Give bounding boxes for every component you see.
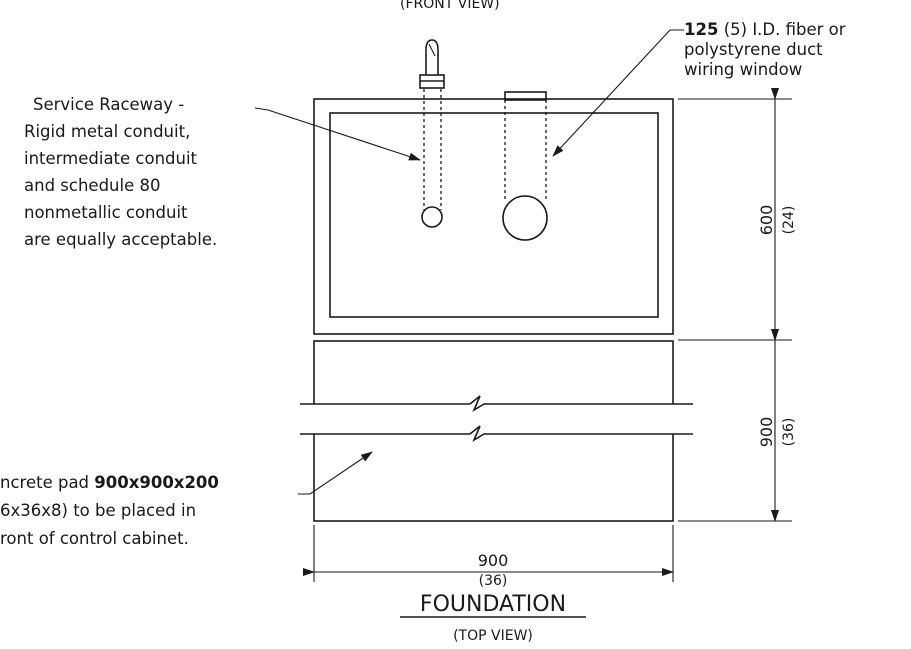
dim-600-inches: (24) <box>781 206 797 235</box>
front-view-label: (FRONT VIEW) <box>400 0 500 12</box>
raceway-line-3: intermediate conduit <box>24 149 198 168</box>
dim-600-value: 600 <box>757 205 776 236</box>
service-raceway-conduit <box>419 39 445 228</box>
raceway-line-4: and schedule 80 <box>24 176 160 195</box>
pad-line-1: ncrete pad 900x900x200 <box>0 473 219 492</box>
duct-size-rest: (5) I.D. fiber or <box>718 20 845 39</box>
duct-size: 125 <box>684 20 718 39</box>
duct-label-line2: polystyrene duct <box>684 40 823 59</box>
dim-900-horizontal-inches: (36) <box>479 573 508 589</box>
wiring-window-duct <box>502 91 548 241</box>
dim-900-vertical-value: 900 <box>757 417 776 448</box>
pad-line-1-prefix: ncrete pad <box>0 473 94 492</box>
pad-line-2: 6x36x8) to be placed in <box>0 501 196 520</box>
raceway-line-2: Rigid metal conduit, <box>24 122 190 141</box>
dimension-900-vertical <box>678 329 792 522</box>
raceway-line-5: nonmetallic conduit <box>24 203 188 222</box>
raceway-line-1: Service Raceway - <box>33 95 184 114</box>
drawing-subtitle: (TOP VIEW) <box>453 628 533 644</box>
pad-size: 900x900x200 <box>94 473 219 492</box>
raceway-label: Service Raceway - Rigid metal conduit, i… <box>24 95 217 249</box>
pad-line-3: ront of control cabinet. <box>0 529 189 548</box>
dim-900-horizontal-value: 900 <box>478 551 509 570</box>
duct-leader <box>552 29 684 157</box>
cabinet-inner-outline <box>329 112 659 318</box>
dimension-900-horizontal <box>303 525 674 582</box>
concrete-pad-outline <box>300 340 700 522</box>
drawing-title: FOUNDATION <box>420 592 566 617</box>
duct-label-line3: wiring window <box>684 60 802 79</box>
raceway-leader <box>254 107 421 161</box>
dim-900-vertical-inches: (36) <box>781 418 797 447</box>
pad-leader <box>298 451 373 495</box>
cabinet-outline <box>313 98 674 335</box>
duct-label-line1: 125 (5) I.D. fiber or <box>684 20 846 39</box>
raceway-line-6: are equally acceptable. <box>24 230 217 249</box>
